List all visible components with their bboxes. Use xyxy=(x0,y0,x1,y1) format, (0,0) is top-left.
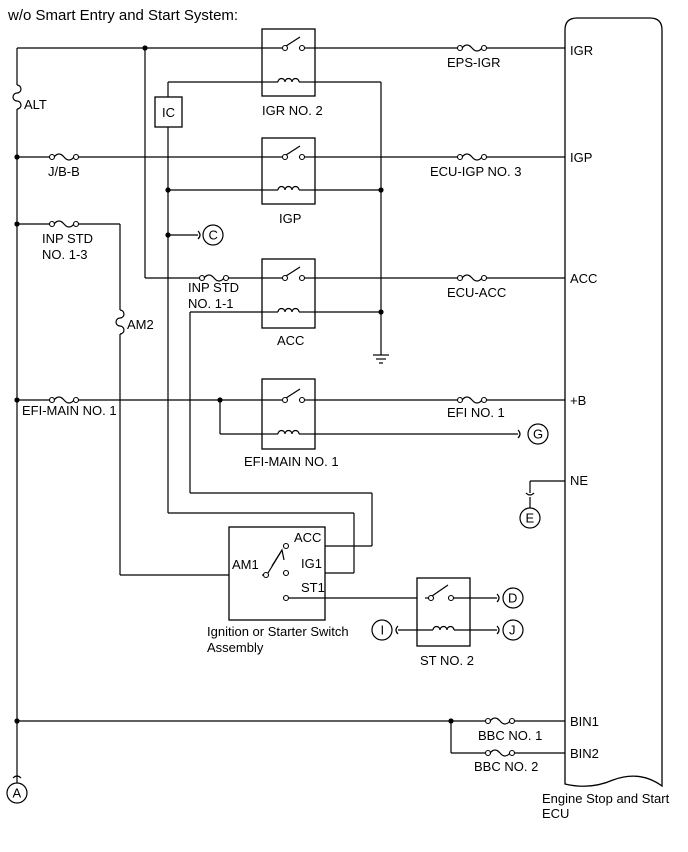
connector-d xyxy=(502,587,524,609)
igp-output-wire xyxy=(315,153,565,161)
fuse-inp-std-11-label-line2: NO. 1-1 xyxy=(188,296,234,311)
connector-e-label: E xyxy=(526,511,535,526)
fuse-efi-main1-label: EFI-MAIN NO. 1 xyxy=(22,403,117,418)
ic-switch-wire xyxy=(165,127,355,574)
connector-i xyxy=(371,619,393,641)
connector-g-label: G xyxy=(533,427,543,442)
igr-output-wire xyxy=(315,44,565,52)
connector-g xyxy=(527,423,549,445)
relay-acc-label: ACC xyxy=(277,333,304,348)
bin-wires xyxy=(17,717,565,757)
relay-igr2-label: IGR NO. 2 xyxy=(262,103,323,118)
terminal-ne: NE xyxy=(570,473,588,488)
fuse-efi1-label: EFI NO. 1 xyxy=(447,405,505,420)
terminal-bin1: BIN1 xyxy=(570,714,599,729)
igr-supply-wire xyxy=(17,45,262,279)
switch-am1-label: AM1 xyxy=(232,557,259,572)
connector-i-label: I xyxy=(381,623,385,638)
fuse-ecu-acc-label: ECU-ACC xyxy=(447,285,506,300)
switch-st1-label: ST1 xyxy=(301,580,325,595)
fuse-eps-igr-label: EPS-IGR xyxy=(447,55,500,70)
ne-wire xyxy=(525,480,565,508)
ecu-box xyxy=(564,17,663,788)
connector-a xyxy=(6,782,28,804)
connector-j xyxy=(502,619,524,641)
acc-supply-wire xyxy=(198,274,262,282)
efi-supply-wire xyxy=(17,396,262,435)
fuse-inp-std-11-label: INP STD xyxy=(188,280,239,295)
relay-igp xyxy=(168,137,381,205)
connector-e xyxy=(519,507,541,529)
terminal-bin2: BIN2 xyxy=(570,746,599,761)
relay-efi-main1-label: EFI-MAIN NO. 1 xyxy=(244,454,339,469)
ecu-name: Engine Stop and Start xyxy=(542,791,670,806)
fuse-bbc2-label: BBC NO. 2 xyxy=(474,759,538,774)
switch-name-line2: Assembly xyxy=(207,640,264,655)
relay-igp-label: IGP xyxy=(279,211,301,226)
jbb-wire xyxy=(17,153,262,161)
fuse-inp-std-13-label-line2: NO. 1-3 xyxy=(42,247,88,262)
main-bus xyxy=(12,48,22,783)
terminal-igp: IGP xyxy=(570,150,592,165)
terminal-acc: ACC xyxy=(570,271,597,286)
connector-c xyxy=(202,224,224,246)
switch-acc-label: ACC xyxy=(294,530,321,545)
connector-j-label: J xyxy=(509,623,516,638)
diagram-title: w/o Smart Entry and Start System: xyxy=(7,7,238,24)
fuse-am2-label: AM2 xyxy=(127,317,154,332)
ignition-switch xyxy=(228,526,425,621)
ic-label: IC xyxy=(162,105,175,120)
connector-d-label: D xyxy=(508,591,517,606)
fuse-ecu-igp3-label: ECU-IGP NO. 3 xyxy=(430,164,522,179)
relay-st2-label: ST NO. 2 xyxy=(420,653,474,668)
ic-box xyxy=(154,96,183,128)
fuse-inp-std-13-label: INP STD xyxy=(42,231,93,246)
connector-a-label: A xyxy=(13,786,22,801)
acc-output-wire xyxy=(315,274,565,282)
switch-ig1-label: IG1 xyxy=(301,556,322,571)
fuse-alt-label: ALT xyxy=(24,97,47,112)
coil-common-wire xyxy=(167,81,389,364)
ecu-name-line2: ECU xyxy=(542,806,569,821)
terminal-b: +B xyxy=(570,393,586,408)
relay-st2 xyxy=(395,577,500,647)
relay-acc xyxy=(261,258,381,329)
terminal-igr: IGR xyxy=(570,43,593,58)
relay-efi-main1 xyxy=(261,378,521,450)
fuse-bbc1-label: BBC NO. 1 xyxy=(478,728,542,743)
connector-c-label: C xyxy=(209,228,218,243)
fuse-jbb-label: J/B-B xyxy=(48,164,80,179)
relay-igr2 xyxy=(261,28,316,97)
b-output-wire xyxy=(315,396,565,404)
switch-name: Ignition or Starter Switch xyxy=(207,624,349,639)
